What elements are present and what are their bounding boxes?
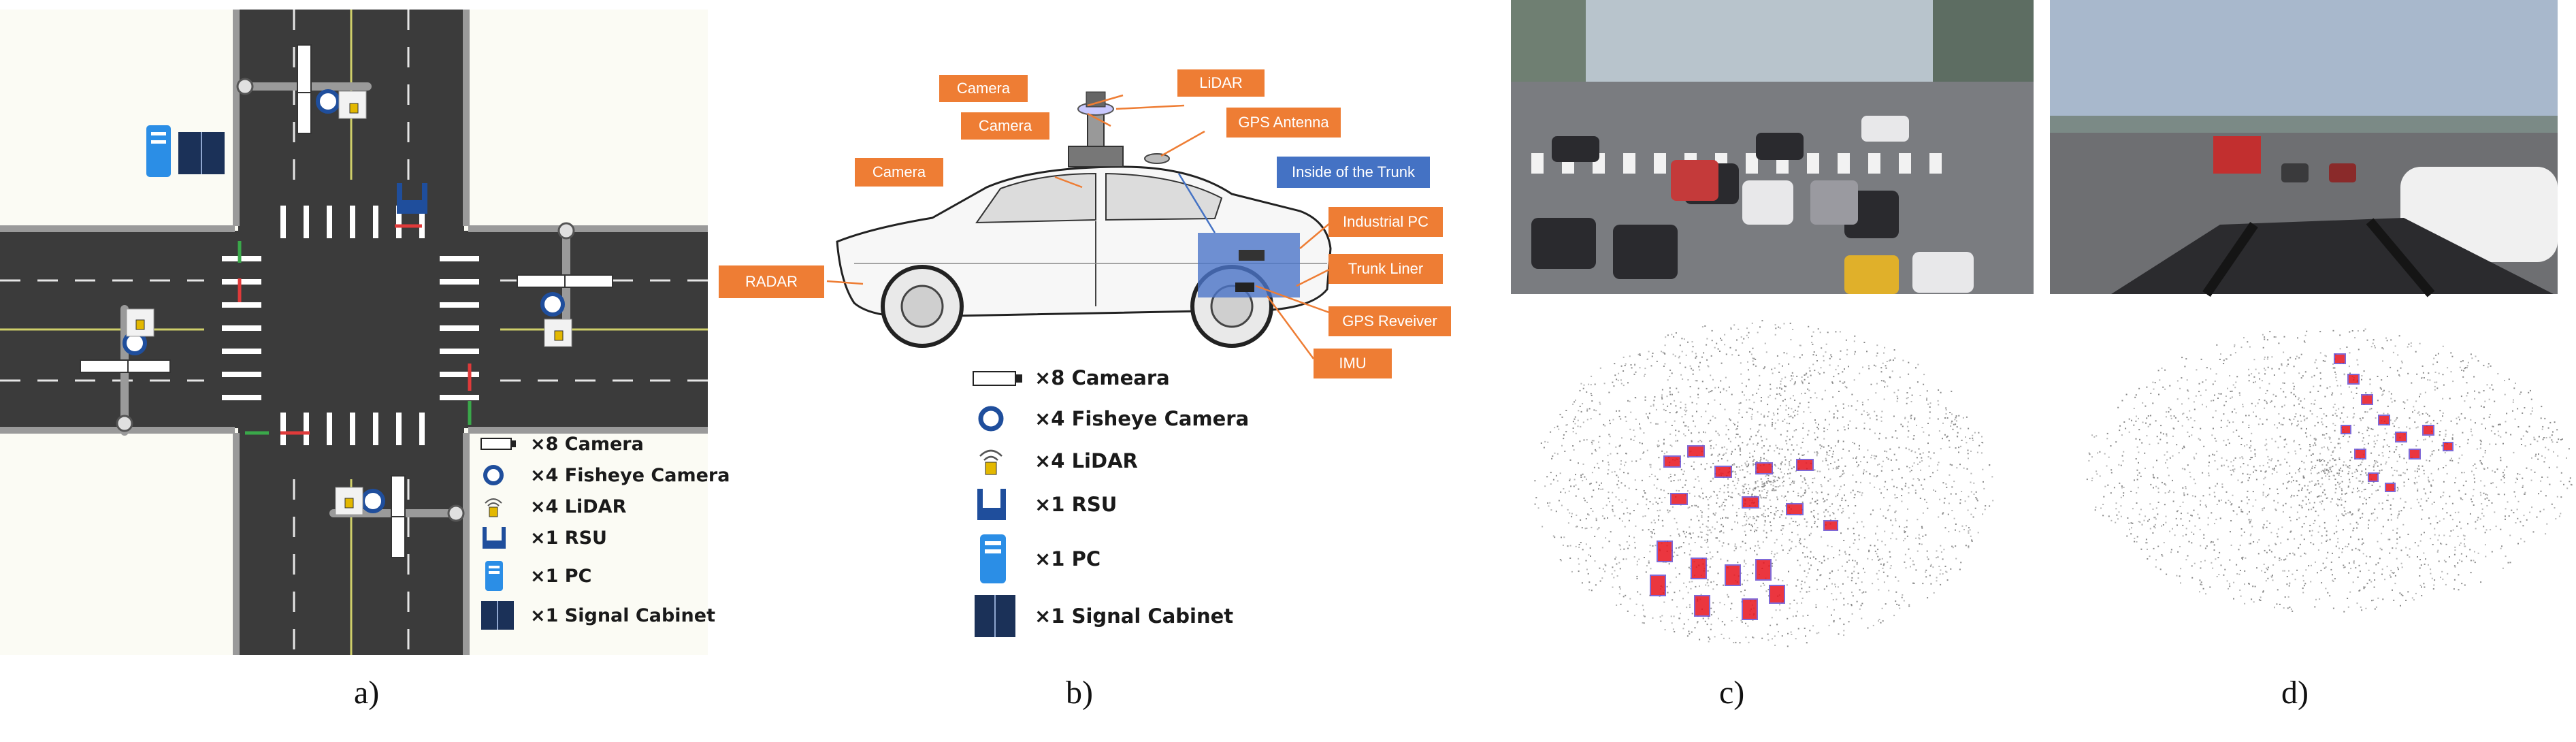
callout-camera-mid: Camera [961, 112, 1049, 140]
signal-cabinet-icon [481, 601, 514, 630]
legend-b-item: ×1 Signal Cabinet [972, 594, 1233, 639]
lidar-icon [485, 498, 502, 517]
caption-c: c) [1719, 675, 1745, 711]
legend-b-item: ×4 Fisheye Camera [972, 402, 1249, 436]
gps-receiver-unit [1235, 283, 1254, 292]
intersection-map [0, 10, 708, 655]
caption-b: b) [1066, 675, 1093, 711]
pc-icon [980, 534, 1006, 583]
legend-b-text: ×4 Fisheye Camera [1034, 407, 1250, 430]
rsu-icon [977, 489, 1006, 520]
legend-b-text: ×1 RSU [1034, 493, 1118, 516]
road-photo [2050, 0, 2558, 297]
legend-a-item: ×1 PC [480, 560, 591, 592]
crosswalk-south [280, 413, 425, 445]
map-pc-icon [146, 125, 171, 177]
legend-b-item: ×4 LiDAR [972, 442, 1138, 479]
legend-a-text: ×1 PC [530, 565, 592, 587]
vehicle-sensor-panel: Camera Camera LiDAR GPS Antenna Camera I… [715, 65, 1477, 677]
legend-a-text: ×4 LiDAR [530, 496, 627, 517]
fisheye-camera-icon [483, 465, 504, 485]
callout-camera-side: Camera [855, 158, 943, 187]
callout-camera-top: Camera [939, 75, 1028, 102]
industrial-pc-unit [1239, 250, 1265, 261]
legend-b-text: ×1 PC [1034, 547, 1101, 570]
callout-inside-trunk: Inside of the Trunk [1277, 157, 1430, 188]
roadside-fisheye-cameras [123, 89, 565, 513]
callout-imu: IMU [1314, 349, 1392, 378]
vehicle-sketch [826, 91, 1345, 359]
roadside-camera-photo [1511, 0, 2034, 294]
legend-b-text: ×8 Cameara [1034, 366, 1170, 389]
callout-leaders [826, 94, 1345, 359]
legend-a-item: ×1 Signal Cabinet [480, 599, 715, 632]
legend-b-item: ×8 Cameara [972, 361, 1170, 395]
point-cloud-c [1534, 320, 1994, 647]
roadside-point-cloud [1518, 306, 2035, 674]
lidar-icon [979, 449, 1002, 475]
callout-gps-antenna: GPS Antenna [1226, 108, 1341, 138]
fisheye-camera-icon [978, 406, 1004, 432]
signal-cabinet-icon [975, 595, 1015, 637]
legend-a-item: ×4 Fisheye Camera [480, 462, 730, 489]
detection-boxes [1650, 445, 1838, 620]
callout-gps-receiver: GPS Reveiver [1328, 306, 1451, 336]
legend-a-item: ×1 RSU [480, 524, 607, 551]
lidar-points [2086, 328, 2573, 613]
legend-b-text: ×4 LiDAR [1034, 449, 1138, 472]
legend-b-item: ×1 RSU [972, 485, 1117, 523]
crosswalk-east [440, 256, 479, 400]
legend-a-item: ×4 LiDAR [480, 493, 626, 520]
crosswalk-north [280, 206, 425, 238]
callout-radar: RADAR [719, 265, 824, 298]
legend-b-text: ×1 Signal Cabinet [1034, 604, 1234, 628]
detection-boxes [2334, 353, 2453, 492]
rsu-icon [483, 527, 506, 549]
camera-icon [973, 371, 1022, 386]
map-rsu-icon [397, 183, 427, 214]
crosswalk-west [222, 256, 261, 400]
rear-window [1105, 172, 1223, 221]
lidar-points [1534, 320, 1994, 647]
caption-d: d) [2281, 675, 2309, 711]
roadside-lidars [126, 91, 572, 515]
roadside-cameras [80, 44, 613, 558]
vehicle-point-cloud [2042, 306, 2576, 674]
intersection-layout-panel: ×8 Camera ×4 Fisheye Camera ×4 LiDAR ×1 … [0, 10, 730, 655]
front-window [975, 172, 1096, 224]
callout-trunk-liner: Trunk Liner [1328, 254, 1443, 284]
pc-icon [485, 561, 503, 591]
legend-a-text: ×1 RSU [530, 527, 607, 549]
callout-lidar: LiDAR [1177, 69, 1265, 97]
legend-a-text: ×8 Camera [530, 433, 644, 455]
roof-camera [1086, 91, 1106, 108]
legend-a-item: ×8 Camera [480, 430, 644, 457]
legend-a-text: ×4 Fisheye Camera [530, 464, 730, 486]
roof-rack [1068, 146, 1124, 167]
camera-icon [480, 438, 516, 450]
legend-b-item: ×1 PC [972, 533, 1100, 585]
caption-a: a) [354, 675, 380, 711]
gps-antenna-dome [1144, 153, 1170, 164]
vehicle-camera-photo [2050, 0, 2558, 297]
point-cloud-d [2086, 328, 2573, 613]
intersection-photo [1511, 0, 2034, 294]
callout-industrial-pc: Industrial PC [1328, 207, 1443, 237]
legend-a-text: ×1 Signal Cabinet [530, 604, 715, 626]
